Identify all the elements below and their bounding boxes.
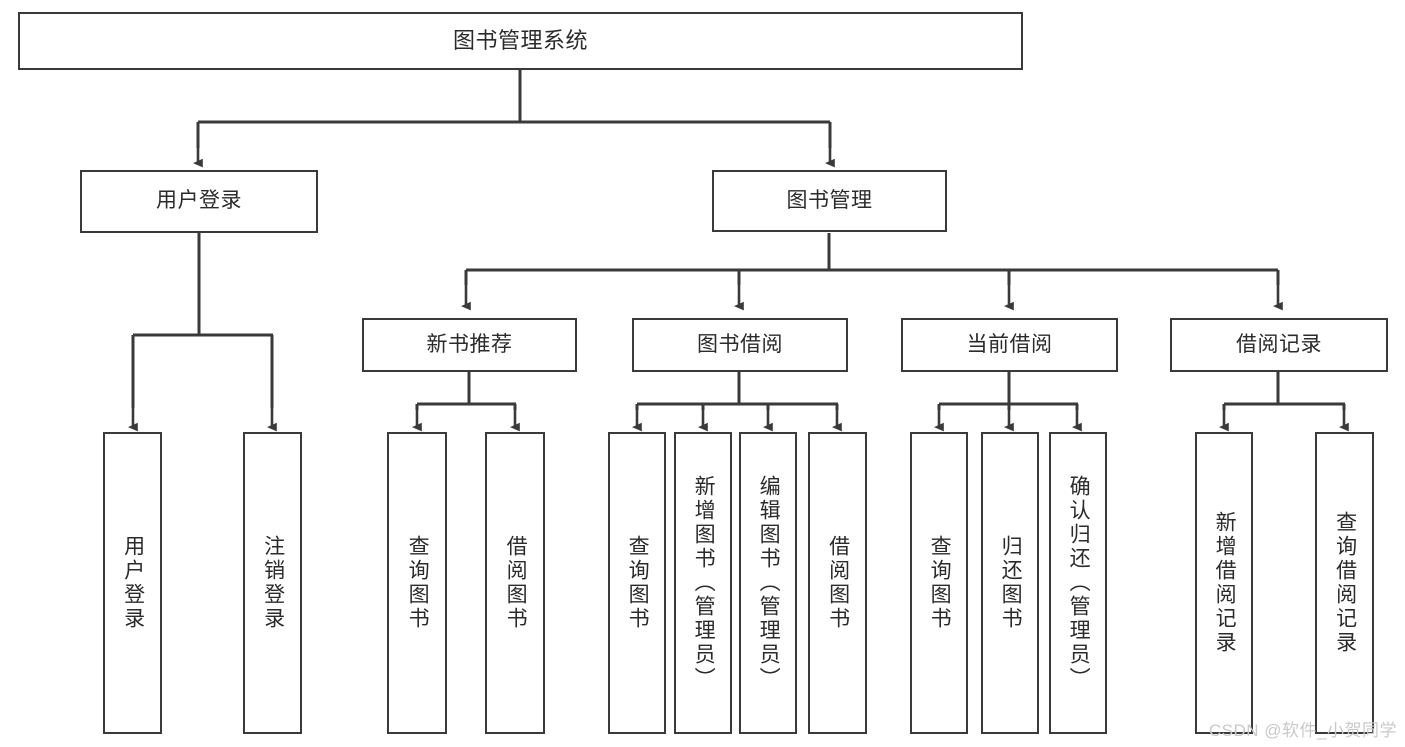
node-label: 图书管理 (786, 188, 873, 212)
node-label: 注销登录 (261, 535, 285, 631)
node-label: 查询图书 (928, 535, 952, 631)
leaf-borrow-record-add[interactable]: 新增借阅记录 (1195, 432, 1253, 734)
leaf-new-book-query[interactable]: 查询图书 (387, 432, 447, 734)
node-label: 查询借阅记录 (1333, 511, 1357, 655)
node-label: 编辑图书（管理员） (757, 475, 781, 691)
watermark: CSDN @软件_小贺同学 (1208, 721, 1397, 740)
node-label: 新书推荐 (426, 332, 513, 356)
leaf-current-borrow-confirm-return[interactable]: 确认归还（管理员） (1049, 432, 1107, 734)
leaf-borrow-record-query[interactable]: 查询借阅记录 (1315, 432, 1374, 734)
leaf-book-borrow-edit[interactable]: 编辑图书（管理员） (739, 432, 797, 734)
node-label: 确认归还（管理员） (1067, 475, 1091, 691)
node-label: 图书管理系统 (452, 28, 588, 54)
node-label: 借阅记录 (1236, 332, 1322, 356)
node-label: 归还图书 (999, 535, 1023, 631)
leaf-book-borrow-borrow[interactable]: 借阅图书 (808, 432, 867, 734)
node-label: 当前借阅 (966, 332, 1053, 356)
node-label: 用户登录 (121, 535, 145, 631)
node-user-login[interactable]: 用户登录 (80, 170, 318, 233)
leaf-user-login-signin[interactable]: 用户登录 (103, 432, 162, 734)
node-book-borrow[interactable]: 图书借阅 (632, 318, 848, 372)
node-label: 查询图书 (626, 535, 650, 631)
node-new-book-recommend[interactable]: 新书推荐 (362, 318, 577, 372)
node-book-management[interactable]: 图书管理 (712, 170, 947, 232)
leaf-new-book-borrow[interactable]: 借阅图书 (485, 432, 545, 734)
leaf-user-login-signout[interactable]: 注销登录 (243, 432, 302, 734)
leaf-book-borrow-add[interactable]: 新增图书（管理员） (674, 432, 732, 734)
node-current-borrow[interactable]: 当前借阅 (901, 318, 1118, 372)
node-root-book-management-system[interactable]: 图书管理系统 (18, 12, 1023, 70)
node-label: 新增借阅记录 (1213, 511, 1237, 655)
leaf-current-borrow-query[interactable]: 查询图书 (910, 432, 968, 734)
node-borrow-record[interactable]: 借阅记录 (1170, 318, 1388, 372)
node-label: 新增图书（管理员） (692, 475, 716, 691)
leaf-current-borrow-return[interactable]: 归还图书 (981, 432, 1039, 734)
node-label: 借阅图书 (504, 535, 528, 631)
node-label: 图书借阅 (697, 332, 783, 356)
node-label: 借阅图书 (826, 535, 850, 631)
leaf-book-borrow-query[interactable]: 查询图书 (608, 432, 666, 734)
node-label: 用户登录 (156, 189, 242, 213)
node-label: 查询图书 (406, 535, 430, 631)
